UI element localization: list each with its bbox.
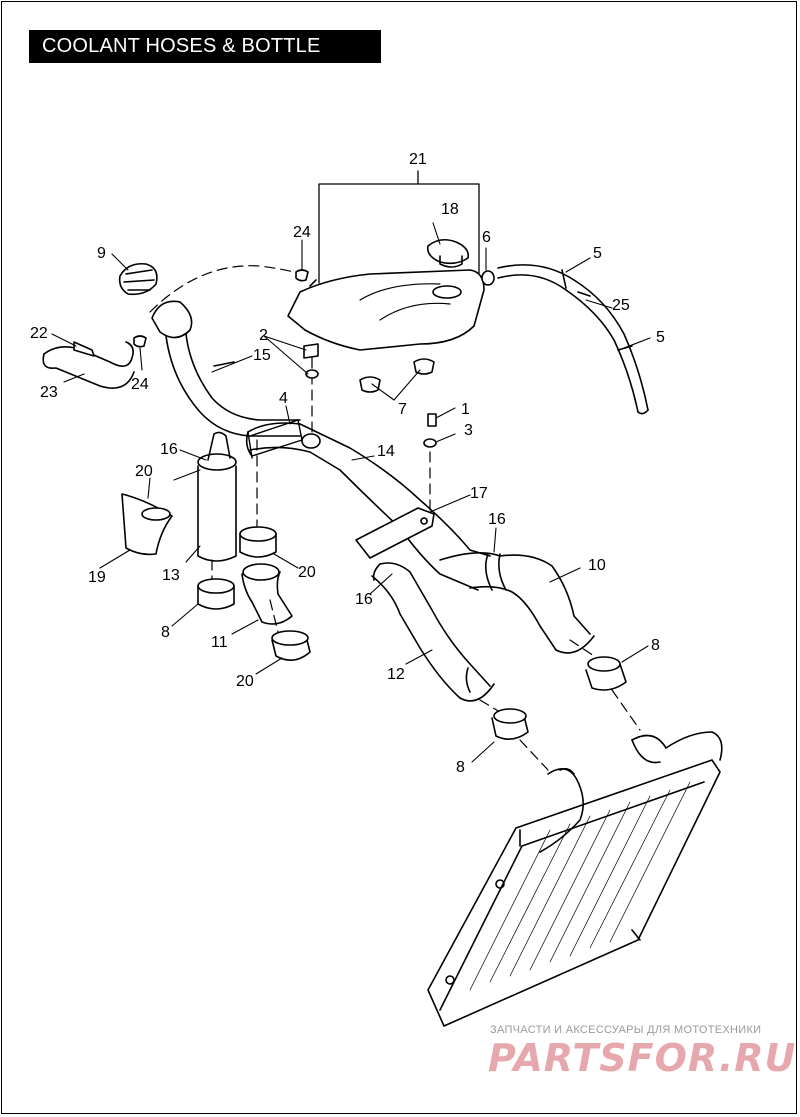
coupler-hose bbox=[197, 431, 237, 562]
callout-9: 9 bbox=[97, 245, 106, 262]
callout-8-bottom: 8 bbox=[456, 759, 465, 776]
callout-23: 23 bbox=[40, 384, 58, 401]
hose-adapter bbox=[121, 493, 173, 556]
bottle-cap bbox=[426, 238, 470, 268]
callout-14: 14 bbox=[377, 443, 395, 460]
callout-7: 7 bbox=[398, 401, 407, 418]
callout-20-left: 20 bbox=[135, 463, 153, 480]
callout-2: 2 bbox=[259, 327, 268, 344]
callout-21: 21 bbox=[409, 151, 427, 168]
callout-18: 18 bbox=[441, 201, 459, 218]
crossover-pipe bbox=[245, 422, 491, 591]
callout-24-left: 24 bbox=[131, 376, 149, 393]
drain-hose bbox=[42, 341, 135, 389]
watermark-tagline: ЗАПЧАСТИ И АКСЕССУАРЫ ДЛЯ МОТОТЕХНИКИ bbox=[490, 1024, 762, 1036]
callout-19: 19 bbox=[88, 569, 106, 586]
callout-22: 22 bbox=[30, 325, 48, 342]
page-title: COOLANT HOSES & BOTTLE bbox=[29, 30, 381, 63]
callout-25: 25 bbox=[612, 297, 630, 314]
watermark-brand: PARTSFOR.RU bbox=[488, 1036, 797, 1080]
callout-15: 15 bbox=[253, 347, 271, 364]
callout-8-left: 8 bbox=[161, 624, 170, 641]
callout-5-top: 5 bbox=[593, 245, 602, 262]
callout-16-left: 16 bbox=[160, 441, 178, 458]
callout-3: 3 bbox=[464, 422, 473, 439]
callout-24-top: 24 bbox=[293, 224, 311, 241]
callout-10: 10 bbox=[588, 557, 606, 574]
callout-8-right: 8 bbox=[651, 637, 660, 654]
radiator bbox=[427, 731, 723, 1027]
overflow-hose bbox=[497, 264, 649, 415]
callout-16-mid: 16 bbox=[355, 591, 373, 608]
callout-4: 4 bbox=[279, 390, 288, 407]
callout-labels: 21 18 6 24 5 25 5 9 22 23 24 2 15 4 7 1 … bbox=[30, 151, 665, 776]
elbow-hose bbox=[241, 563, 293, 625]
callout-17: 17 bbox=[470, 485, 488, 502]
lower-hose-left bbox=[371, 562, 495, 702]
callout-16-right: 16 bbox=[488, 511, 506, 528]
callout-6: 6 bbox=[482, 229, 491, 246]
upper-hose bbox=[151, 300, 301, 437]
lower-hose-right bbox=[439, 552, 595, 654]
callout-12: 12 bbox=[387, 666, 405, 683]
callout-13: 13 bbox=[162, 567, 180, 584]
callout-11: 11 bbox=[211, 634, 228, 651]
callout-20-bottom: 20 bbox=[236, 673, 254, 690]
callout-5-bottom: 5 bbox=[656, 329, 665, 346]
callout-20-mid: 20 bbox=[298, 564, 316, 581]
coolant-bottle bbox=[287, 269, 485, 351]
hose-clamps bbox=[197, 526, 627, 740]
filler-cap bbox=[118, 262, 158, 296]
callout-1: 1 bbox=[461, 401, 470, 418]
